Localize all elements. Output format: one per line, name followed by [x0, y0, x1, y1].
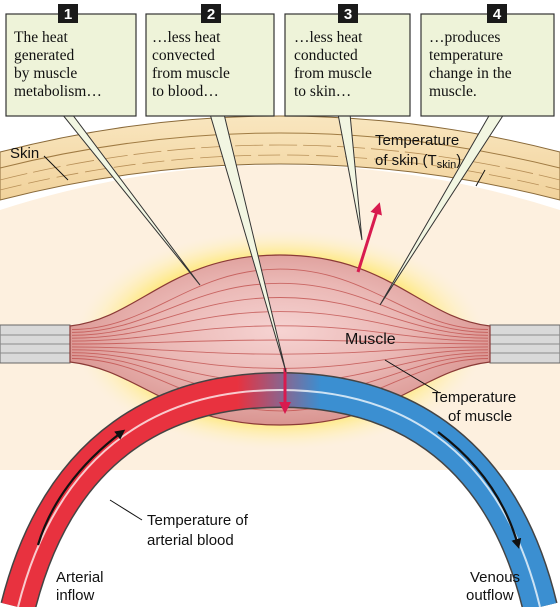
callout-4-line-2: temperature: [429, 47, 503, 64]
callout-3-line-1: …less heat: [294, 29, 363, 46]
skin-temperature-label-line-2: of skin (Tskin): [375, 152, 461, 171]
muscle-fiber: [71, 282, 489, 333]
skin-cell-line-2: [0, 154, 560, 191]
callout-2-line-2: convected: [152, 47, 215, 64]
arterial-inflow-label-line-2: inflow: [56, 587, 95, 604]
skin-surface-line: [0, 132, 560, 169]
arterial-flow-arrow: [36, 429, 126, 546]
callout-2-badge: [201, 4, 221, 23]
callout-1-badge: [58, 4, 78, 23]
callout-3-line-4: to skin…: [294, 83, 351, 100]
callout-1-line-3: by muscle: [14, 65, 77, 82]
muscle-temperature-leader: [384, 359, 439, 393]
vessel-highlight: [17, 388, 541, 607]
callout-4-badge: [487, 4, 507, 23]
callout-1-line-4: metabolism…: [14, 83, 102, 100]
muscle-fiber: [71, 346, 489, 355]
blood-temperature-label-line-1: Temperature of: [147, 512, 249, 529]
callout-3-line-3: from muscle: [294, 65, 372, 82]
skin-temperature-leader: [475, 169, 486, 187]
skin-cell-line-1: [0, 144, 560, 181]
callout-1: 1 The heat generated by muscle metabolis…: [5, 4, 137, 117]
callout-2-box: [145, 13, 275, 117]
muscle-temperature-label-line-2: of muscle: [448, 408, 512, 425]
venous-flow-arrow: [437, 431, 522, 549]
callout-2-line-4: to blood…: [152, 83, 219, 100]
callout-4-box: [420, 13, 555, 117]
venous-outflow-label-line-1: Venous: [470, 569, 520, 586]
callout-1-number: 1: [64, 6, 72, 23]
muscle-fiber: [71, 311, 489, 339]
skin-label: Skin: [10, 145, 39, 162]
skin-layer: [0, 115, 560, 201]
callout-2-line-3: from muscle: [152, 65, 230, 82]
callout-2-number: 2: [207, 6, 215, 23]
blood-temperature-leader: [109, 499, 143, 521]
callout-1-line-1: The heat: [14, 29, 68, 46]
muscle-fiber: [71, 297, 489, 336]
callout-4-line-4: muscle.: [429, 83, 477, 100]
callout-4: 4 …produces temperature change in the mu…: [420, 4, 555, 117]
muscle-fiber: [71, 325, 489, 342]
callout-2: 2 …less heat convected from muscle to bl…: [145, 4, 275, 117]
venous-outflow-label-line-2: outflow: [466, 587, 514, 604]
callout-3-line-2: conducted: [294, 47, 358, 64]
callout-1-line-2: generated: [14, 47, 74, 64]
muscle-temperature-label-line-1: Temperature: [432, 389, 516, 406]
skin-temperature-label-line-1: Temperature: [375, 132, 459, 149]
blood-temperature-label-line-2: arterial blood: [147, 532, 234, 549]
muscle-fiber: [71, 268, 489, 330]
callout-3-number: 3: [344, 6, 352, 23]
callout-3: 3 …less heat conducted from muscle to sk…: [284, 4, 411, 117]
muscle-fiber: [71, 339, 489, 345]
callout-3-badge: [338, 4, 358, 23]
muscle-fiber: [71, 349, 489, 369]
callout-4-line-3: change in the: [429, 65, 512, 82]
callout-3-box: [284, 13, 411, 117]
heat-to-skin-arrow: [356, 202, 382, 273]
arterial-inflow-label-line-1: Arterial: [56, 569, 104, 586]
skin-leader: [43, 155, 69, 181]
callout-4-number: 4: [493, 6, 502, 23]
callout-1-box: [5, 13, 137, 117]
callout-4-line-1: …produces: [429, 29, 500, 46]
muscle-label: Muscle: [345, 331, 396, 348]
callout-2-line-1: …less heat: [152, 29, 221, 46]
